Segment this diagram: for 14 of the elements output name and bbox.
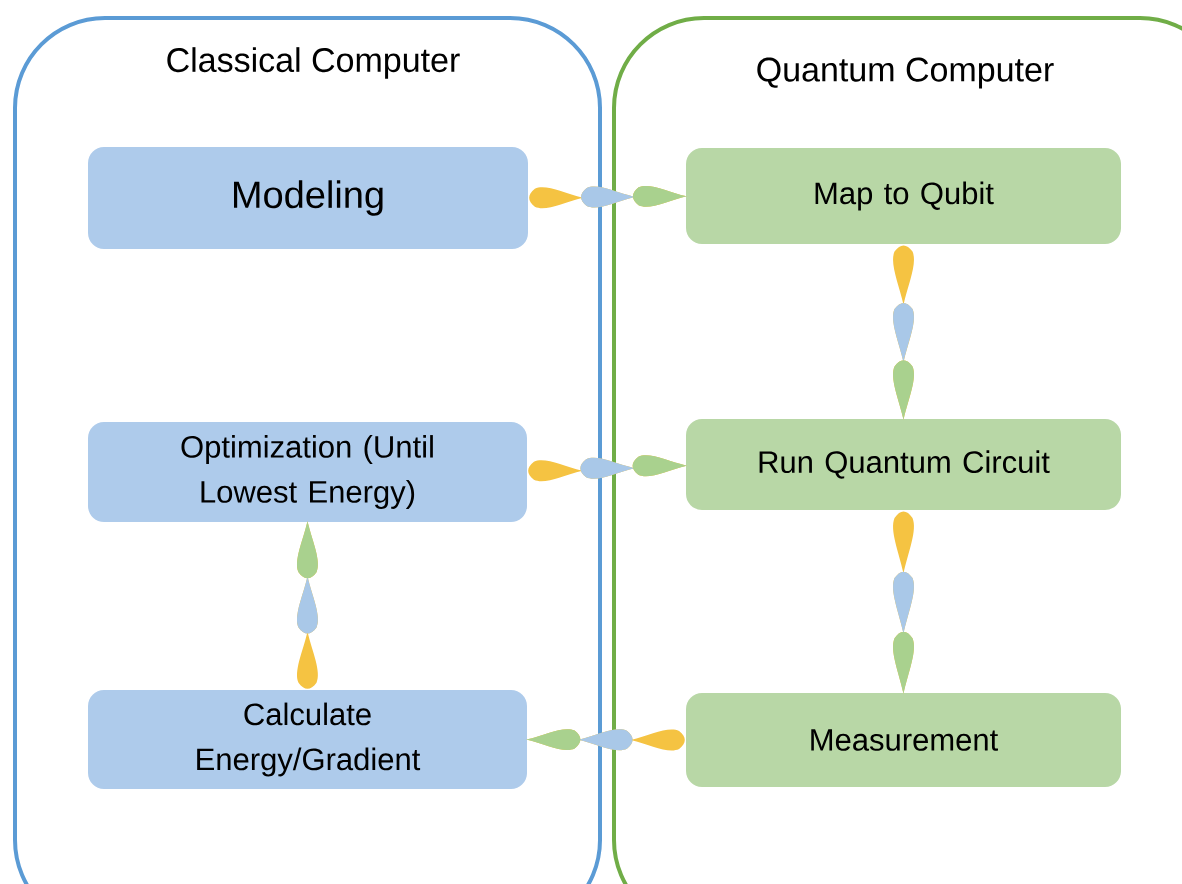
arrow [893,510,914,694]
arrow [528,185,687,209]
process-box: Measurement [686,693,1121,787]
panel-heading: Quantum Computer [757,57,1054,89]
process-box: Map to Qubit [686,148,1121,244]
arrow [297,521,318,690]
process-box: Modeling [88,147,528,249]
arrow [527,455,687,482]
arrow [526,729,686,751]
process-box: Calculate Energy/Gradient [88,690,527,789]
arrow [893,244,914,420]
process-box: Optimization (Until Lowest Energy) [88,422,527,522]
panel-heading: Classical Computer [167,47,460,79]
process-box: Run Quantum Circuit [686,419,1121,510]
